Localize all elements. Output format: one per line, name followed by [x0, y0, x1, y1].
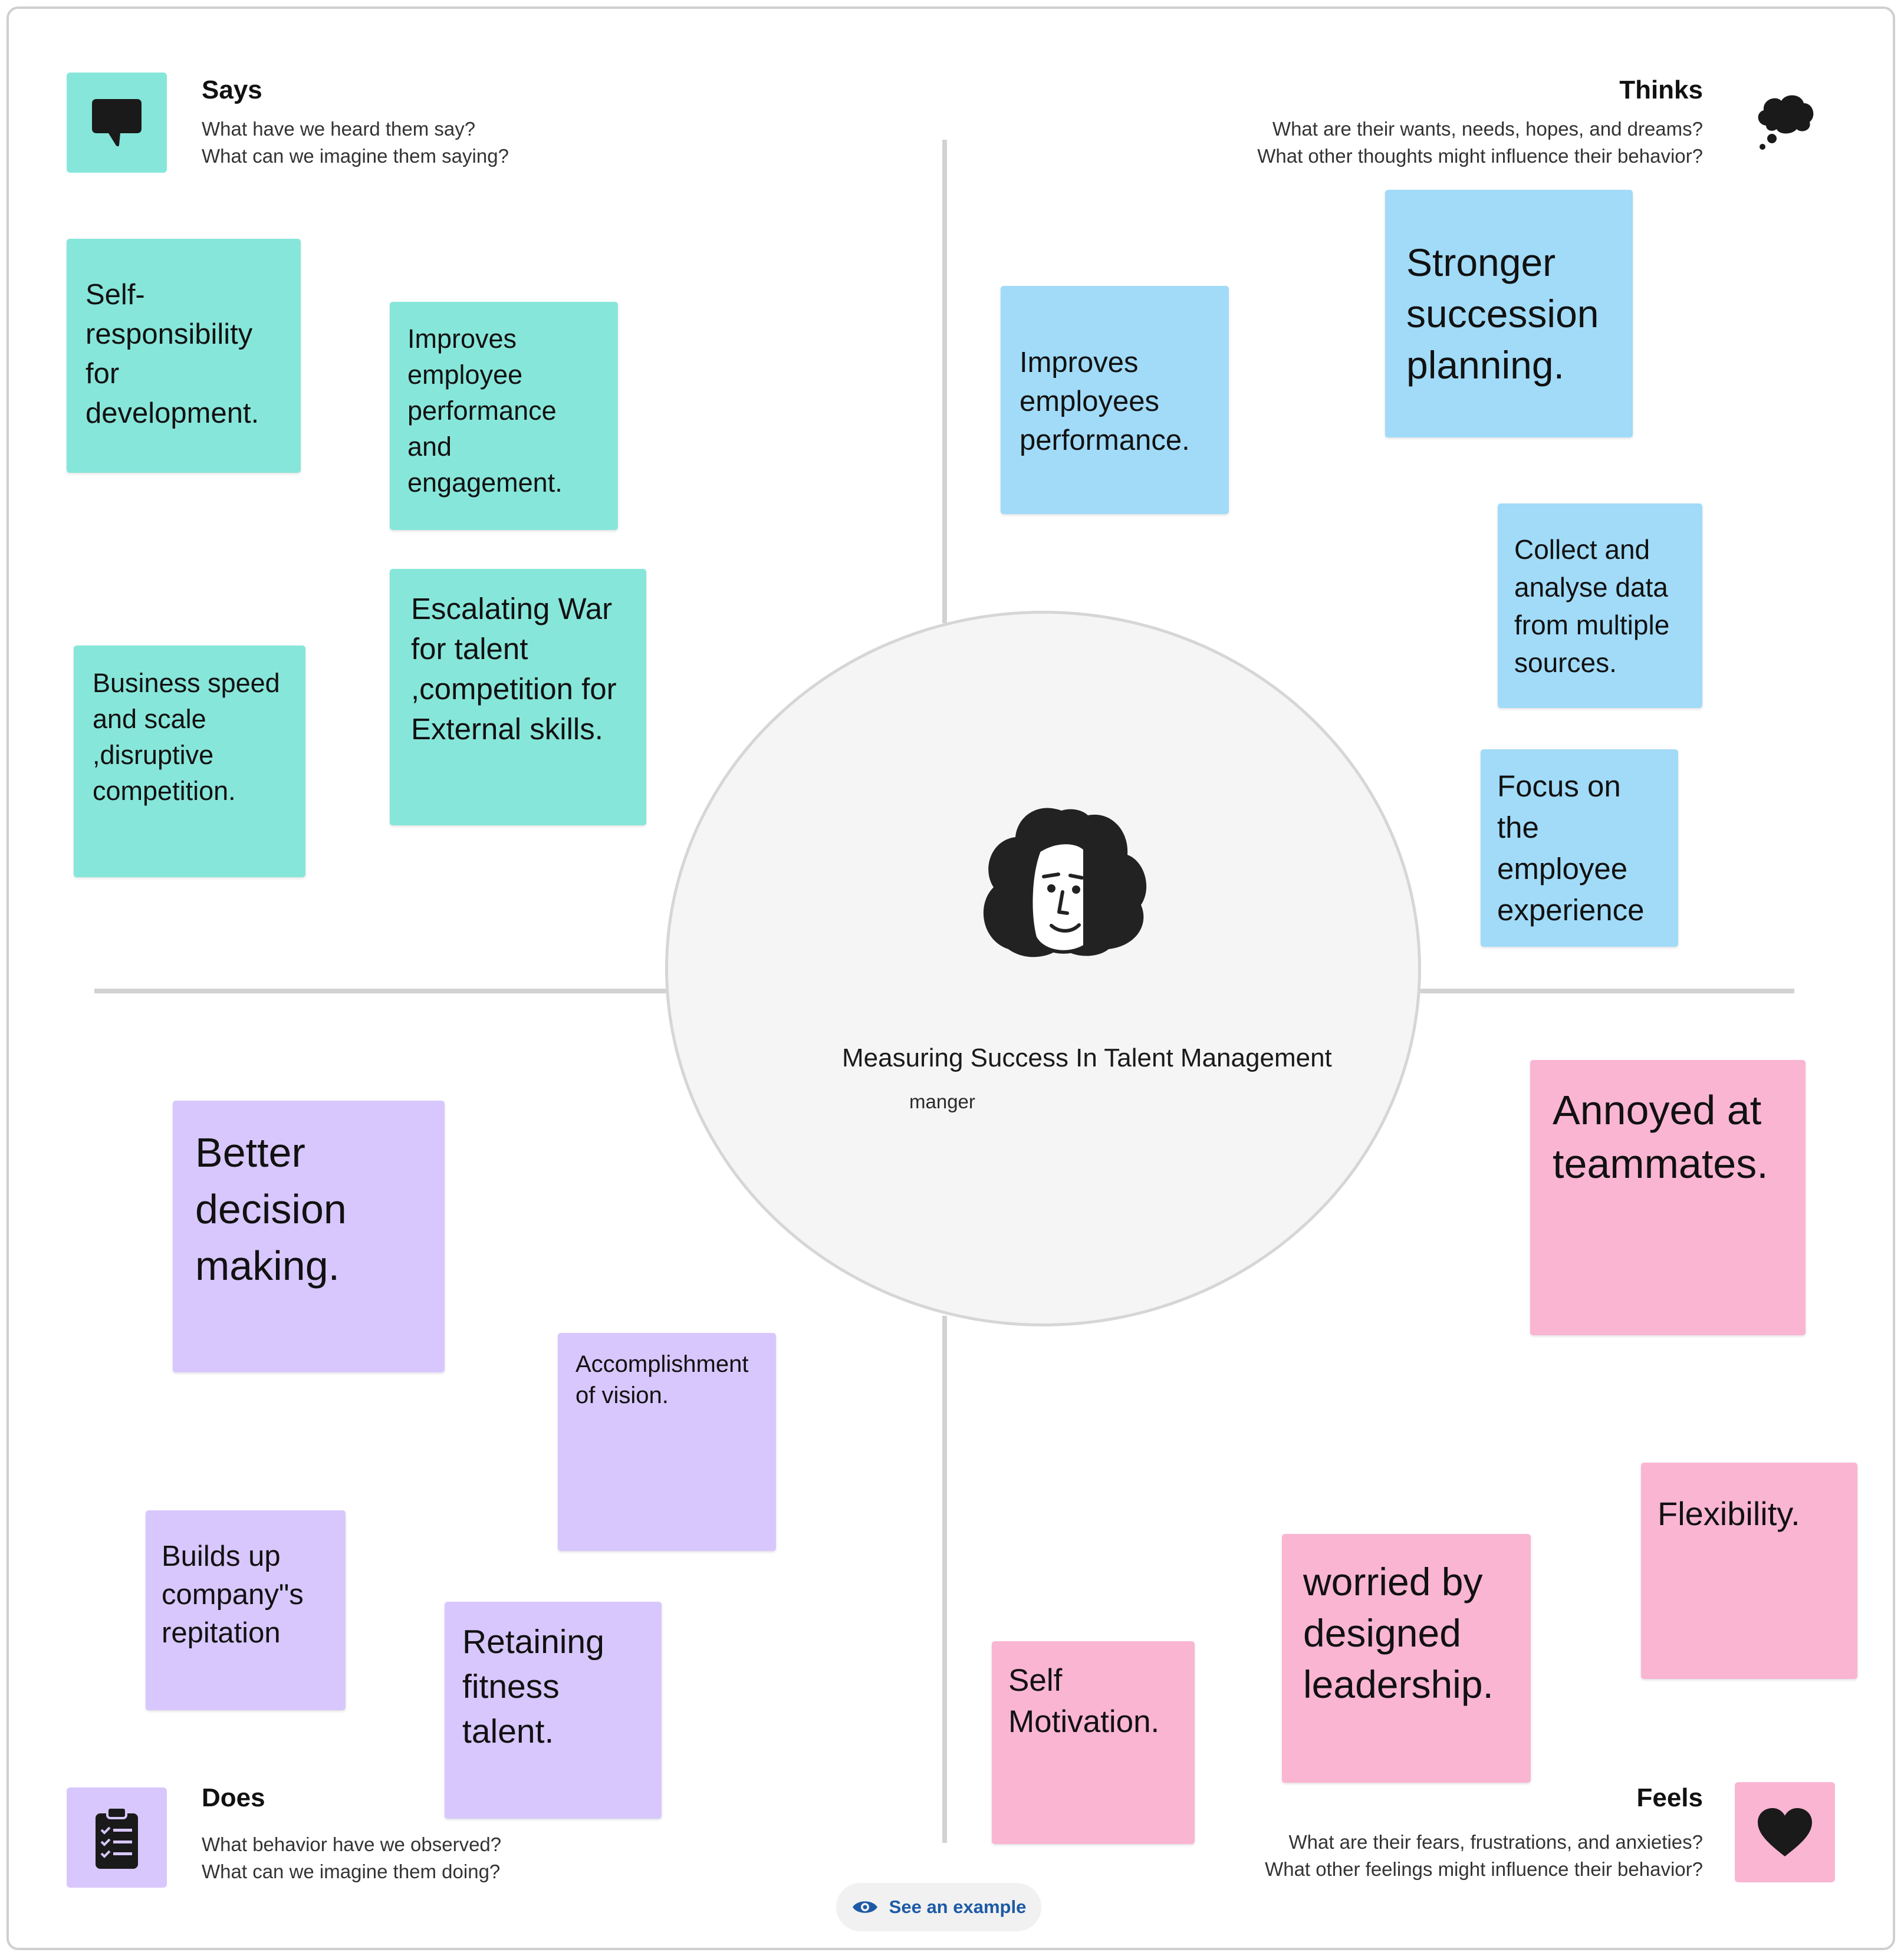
sticky-note-text: Self-responsibility for development. — [86, 279, 259, 429]
does-title: Does — [202, 1783, 265, 1812]
sticky-note[interactable]: Better decision making. — [173, 1101, 445, 1372]
thinks-prompt-2: What other thoughts might influence thei… — [1257, 145, 1703, 167]
sticky-note[interactable]: Annoyed at teammates. — [1530, 1060, 1806, 1335]
sticky-note[interactable]: Retaining fitness talent. — [445, 1602, 662, 1819]
sticky-note-text: Stronger succession planning. — [1406, 241, 1599, 387]
sticky-note-text: Accomplishment of vision. — [576, 1351, 749, 1408]
says-title: Says — [202, 75, 262, 104]
sticky-note-text: Better decision making. — [195, 1130, 347, 1289]
vertical-axis-top — [942, 140, 947, 623]
sticky-note[interactable]: Improves employee performance and engage… — [390, 302, 618, 530]
thought-cloud-icon — [1758, 95, 1814, 150]
heart-icon — [1758, 1808, 1812, 1856]
says-icon-tile — [67, 73, 167, 173]
feels-prompt-2: What other feelings might influence thei… — [1265, 1858, 1703, 1880]
sticky-note-text: Collect and analyse data from multiple s… — [1514, 534, 1670, 678]
does-prompt-2: What can we imagine them doing? — [202, 1861, 501, 1882]
sticky-note-text: worried by designed leadership. — [1303, 1560, 1494, 1706]
thinks-prompt-1: What are their wants, needs, hopes, and … — [1272, 118, 1703, 140]
sticky-note[interactable]: Improves employees performance. — [1001, 286, 1229, 514]
sticky-note[interactable]: Escalating War for talent ,competition f… — [390, 569, 646, 825]
persona-circle — [665, 611, 1421, 1326]
says-prompt-2: What can we imagine them saying? — [202, 145, 509, 167]
feels-title: Feels — [1636, 1783, 1703, 1812]
persona-title[interactable]: Measuring Success In Talent Management — [842, 1043, 1332, 1072]
sticky-note[interactable]: worried by designed leadership. — [1282, 1534, 1531, 1783]
see-example-label: See an example — [889, 1897, 1027, 1917]
sticky-note[interactable]: Stronger succession planning. — [1385, 190, 1633, 437]
does-icon-tile — [67, 1787, 167, 1888]
sticky-note[interactable]: Self-responsibility for development. — [67, 239, 301, 473]
sticky-note-text: Self Motivation. — [1008, 1663, 1160, 1739]
sticky-note-text: Flexibility. — [1658, 1495, 1800, 1532]
sticky-note[interactable]: Collect and analyse data from multiple s… — [1498, 503, 1702, 708]
sticky-note[interactable]: Accomplishment of vision. — [558, 1333, 776, 1551]
persona-face-icon — [983, 808, 1147, 957]
sticky-note[interactable]: Builds up company"s repitation — [146, 1510, 346, 1710]
horizontal-axis-right — [1417, 989, 1794, 993]
clipboard-checklist-icon — [96, 1806, 138, 1869]
sticky-note[interactable]: Self Motivation. — [992, 1641, 1195, 1844]
see-example-button[interactable]: See an example — [836, 1883, 1041, 1931]
sticky-note[interactable]: Business speed and scale ,disruptive com… — [74, 646, 305, 877]
sticky-note-text: Improves employee performance and engage… — [407, 324, 563, 498]
persona-subtitle[interactable]: manger — [909, 1091, 975, 1112]
thinks-title: Thinks — [1619, 75, 1703, 104]
sticky-note[interactable]: Flexibility. — [1641, 1463, 1857, 1679]
vertical-axis-bottom — [942, 1316, 947, 1843]
says-prompt-1: What have we heard them say? — [202, 118, 476, 140]
sticky-note-text: Business speed and scale ,disruptive com… — [93, 668, 280, 806]
eye-icon — [852, 1901, 877, 1913]
sticky-note-text: Improves employees performance. — [1020, 347, 1190, 456]
sticky-note[interactable]: Focus on the employee experience — [1481, 749, 1678, 947]
sticky-note-text: Retaining fitness talent. — [462, 1623, 604, 1750]
does-prompt-1: What behavior have we observed? — [202, 1833, 502, 1855]
sticky-note-text: Focus on the employee experience — [1497, 769, 1645, 927]
speech-bubble-icon — [92, 99, 142, 147]
feels-icon-tile — [1735, 1782, 1835, 1882]
feels-prompt-1: What are their fears, frustrations, and … — [1288, 1831, 1703, 1853]
horizontal-axis-left — [94, 989, 669, 993]
sticky-note-text: Escalating War for talent ,competition f… — [411, 592, 617, 746]
sticky-note-text: Builds up company"s repitation — [162, 1540, 304, 1649]
sticky-note-text: Annoyed at teammates. — [1553, 1087, 1768, 1187]
